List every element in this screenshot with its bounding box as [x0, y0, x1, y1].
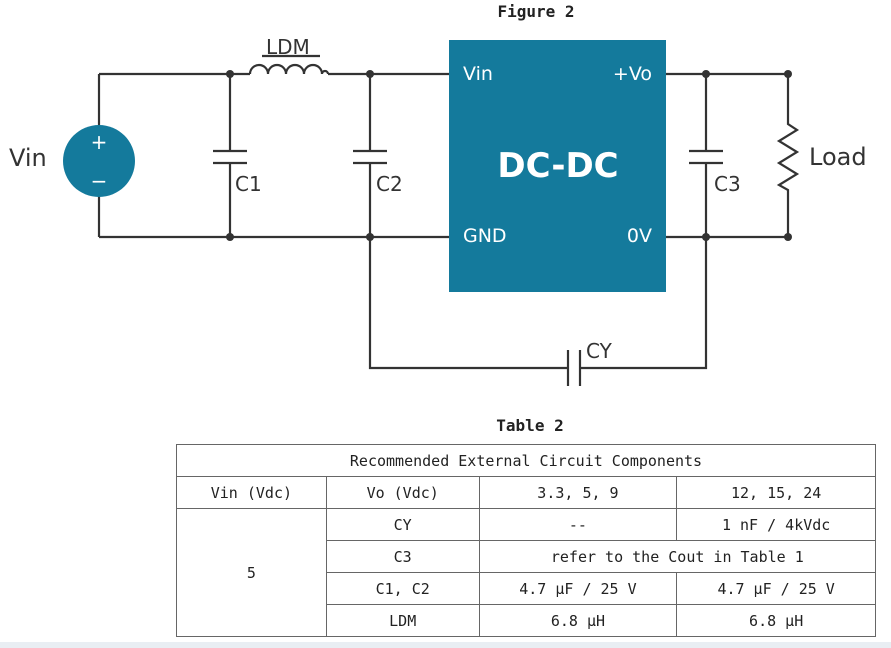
- circuit-diagram: LDM C1 C2 CY C3 Load + − Vin DC-DC Vin +…: [9, 35, 867, 386]
- pin-vo-label: +Vo: [613, 63, 652, 85]
- value-cell: 6.8 μH: [478, 604, 678, 637]
- load-resistor: [776, 74, 800, 237]
- value-cell: 4.7 μF / 25 V: [676, 572, 876, 605]
- pin-vin-label: Vin: [463, 63, 493, 85]
- c1-label: C1: [235, 172, 262, 196]
- header-cell: 12, 15, 24: [676, 476, 876, 509]
- page-bottom-edge: [0, 642, 891, 648]
- header-cell: 3.3, 5, 9: [478, 476, 678, 509]
- junction-dot: [784, 70, 792, 78]
- header-cell: Vo (Vdc): [325, 476, 480, 509]
- pin-0v-label: 0V: [627, 225, 652, 247]
- vin-source-label: Vin: [9, 144, 47, 172]
- table-row: C3 refer to the Cout in Table 1: [177, 540, 877, 573]
- vin-value-cell: 5: [176, 508, 327, 637]
- merged-value-cell: refer to the Cout in Table 1: [478, 540, 877, 573]
- junction-dot: [366, 70, 374, 78]
- junction-dot: [702, 233, 710, 241]
- voltage-source: [63, 125, 135, 197]
- pin-gnd-label: GND: [463, 225, 507, 247]
- cy-label: CY: [586, 339, 613, 363]
- junction-dot: [226, 233, 234, 241]
- value-cell: 6.8 μH: [676, 604, 876, 637]
- table-row: C1, C2 4.7 μF / 25 V 4.7 μF / 25 V: [177, 572, 876, 605]
- wire-cy-left: [368, 237, 568, 370]
- load-label: Load: [809, 143, 867, 171]
- dcdc-module: [449, 40, 666, 292]
- value-cell: 4.7 μF / 25 V: [478, 572, 678, 605]
- table-caption: Recommended External Circuit Components: [176, 444, 876, 477]
- value-cell: 1 nF / 4kVdc: [676, 508, 876, 541]
- table-header-row: Vin (Vdc) Vo (Vdc) 3.3, 5, 9 12, 15, 24: [176, 476, 876, 509]
- wire-cy-right: [580, 237, 708, 370]
- junction-dot: [702, 70, 710, 78]
- ldm-label: LDM: [266, 35, 310, 59]
- header-cell: Vin (Vdc): [176, 476, 327, 509]
- component-cell: C3: [325, 540, 480, 573]
- table-row: LDM 6.8 μH 6.8 μH: [177, 604, 876, 637]
- source-plus: +: [91, 130, 108, 154]
- c3-label: C3: [714, 172, 741, 196]
- component-cell: LDM: [325, 604, 480, 637]
- figure-title: Figure 2: [497, 2, 575, 21]
- component-cell: CY: [325, 508, 480, 541]
- c2-label: C2: [376, 172, 403, 196]
- source-minus: −: [91, 169, 108, 193]
- inductor-ldm: [248, 63, 330, 75]
- table-row: 5 CY -- 1 nF / 4kVdc: [176, 508, 876, 637]
- components-table: Recommended External Circuit Components …: [176, 444, 877, 637]
- chip-label: DC-DC: [497, 146, 618, 186]
- table-title: Table 2: [496, 416, 564, 435]
- junction-dot: [366, 233, 374, 241]
- junction-dot: [784, 233, 792, 241]
- value-cell: --: [478, 508, 678, 541]
- table-row: Recommended External Circuit Components: [176, 444, 876, 477]
- junction-dot: [226, 70, 234, 78]
- component-cell: C1, C2: [325, 572, 480, 605]
